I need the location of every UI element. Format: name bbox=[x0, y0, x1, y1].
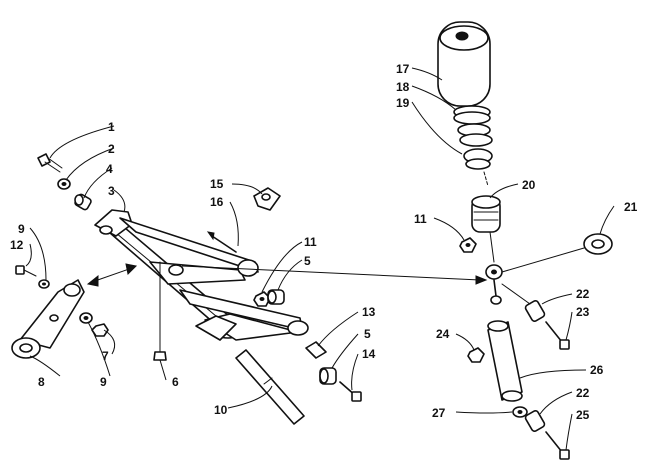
leader-lines bbox=[25, 67, 615, 451]
callout-22-upper: 22 bbox=[576, 287, 590, 301]
callout-2: 2 bbox=[108, 142, 115, 156]
callout-23: 23 bbox=[576, 305, 590, 319]
callout-13: 13 bbox=[362, 305, 376, 319]
bolt-part-23 bbox=[545, 321, 570, 350]
callout-5-lower: 5 bbox=[364, 327, 371, 341]
assembly-arrow-left bbox=[86, 263, 138, 287]
callout-12: 12 bbox=[10, 238, 24, 252]
clip-part-15 bbox=[253, 187, 281, 211]
nut-part-24 bbox=[467, 347, 485, 363]
callout-9-top: 9 bbox=[18, 222, 25, 236]
bolt-part-14 bbox=[339, 381, 362, 402]
callout-14: 14 bbox=[362, 347, 376, 361]
callout-4: 4 bbox=[106, 162, 113, 176]
washer-part-9-top bbox=[38, 279, 50, 289]
callout-10: 10 bbox=[214, 403, 228, 417]
washer-part-2 bbox=[57, 178, 71, 190]
sleeve-part-13 bbox=[305, 341, 327, 359]
callout-7: 7 bbox=[102, 349, 109, 363]
bushing-part-4 bbox=[74, 193, 92, 211]
bushing-part-5-lower bbox=[319, 367, 337, 385]
callout-1: 1 bbox=[108, 120, 115, 134]
callout-11-left: 11 bbox=[304, 235, 317, 249]
shock-upper-eye bbox=[485, 264, 503, 305]
callout-8: 8 bbox=[38, 375, 45, 389]
bolt-part-25 bbox=[545, 431, 570, 460]
bushing-part-22-upper bbox=[524, 300, 546, 322]
spring-seat-part-18 bbox=[453, 105, 491, 125]
stud-part-6 bbox=[153, 261, 167, 361]
callout-6: 6 bbox=[172, 375, 179, 389]
callout-17: 17 bbox=[396, 62, 410, 76]
upper-a-arm bbox=[119, 217, 259, 285]
pin-part-16 bbox=[206, 231, 237, 253]
cap-part-21 bbox=[583, 233, 613, 255]
washer-part-27 bbox=[512, 406, 528, 418]
nut-part-11-left bbox=[253, 291, 271, 307]
bushing-part-22-lower bbox=[524, 410, 546, 432]
callout-labels: 1 2 4 3 9 12 15 16 11 5 7 8 9 6 10 13 5 … bbox=[10, 62, 638, 422]
callout-9-bottom: 9 bbox=[100, 375, 107, 389]
bolt-part-1 bbox=[37, 153, 63, 173]
bracket-part-3 bbox=[94, 209, 133, 237]
callout-11-right: 11 bbox=[414, 212, 427, 226]
linkage-arm-part-8 bbox=[11, 279, 85, 359]
bolt-part-12 bbox=[15, 265, 37, 277]
callout-20: 20 bbox=[522, 178, 536, 192]
assembly-arrow-center bbox=[181, 265, 488, 285]
callout-22-lower: 22 bbox=[576, 386, 590, 400]
callout-5-upper: 5 bbox=[304, 254, 311, 268]
callout-21: 21 bbox=[624, 200, 638, 214]
dust-boot-part-17 bbox=[437, 21, 491, 107]
callout-15: 15 bbox=[210, 177, 224, 191]
lower-a-arm bbox=[179, 289, 309, 341]
callout-25: 25 bbox=[576, 408, 590, 422]
callout-26: 26 bbox=[590, 363, 604, 377]
callout-18: 18 bbox=[396, 80, 410, 94]
shock-body-part-26 bbox=[487, 320, 523, 402]
callout-19: 19 bbox=[396, 96, 410, 110]
rod-part-10 bbox=[235, 349, 305, 425]
callout-3: 3 bbox=[108, 184, 115, 198]
bump-stop-part-20 bbox=[471, 195, 501, 233]
bushing-part-5-upper bbox=[267, 289, 285, 305]
callout-24: 24 bbox=[436, 327, 450, 341]
spring-part-19 bbox=[457, 123, 493, 170]
callout-27: 27 bbox=[432, 406, 446, 420]
nut-part-11-right bbox=[459, 237, 477, 253]
callout-16: 16 bbox=[210, 195, 224, 209]
washer-part-9-bottom bbox=[79, 312, 93, 324]
